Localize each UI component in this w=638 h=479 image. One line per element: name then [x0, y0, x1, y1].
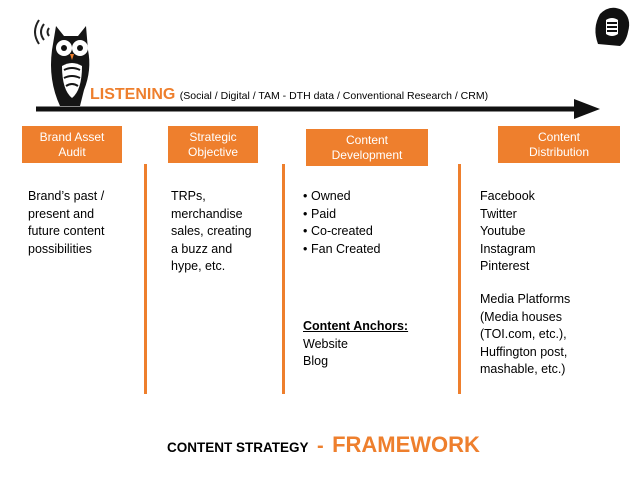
footer-title: CONTENT STRATEGY - FRAMEWORK	[167, 432, 480, 458]
distribution-channel: Twitter	[480, 206, 517, 221]
column-divider	[144, 164, 147, 394]
footer-part1: CONTENT STRATEGY	[167, 440, 309, 455]
objective-line: TRPs,	[171, 189, 206, 203]
distribution-channel: Facebook	[480, 189, 535, 203]
portrait-emblem-icon	[595, 7, 630, 46]
column-divider	[458, 164, 461, 394]
audit-line: Brand’s past /	[28, 189, 105, 203]
objective-line: a buzz and	[171, 241, 233, 256]
content-anchors: Content Anchors: Website Blog	[303, 318, 453, 371]
stage-content-distribution: Content Distribution	[498, 126, 620, 163]
audit-line: present and	[28, 206, 95, 221]
content-anchors-title: Content Anchors:	[303, 319, 409, 333]
distribution-channel: Pinterest	[480, 259, 530, 273]
stage-content-development: Content Development	[306, 129, 428, 166]
timeline-arrow	[36, 99, 600, 119]
distribution-channels: Facebook Twitter Youtube Instagram Pinte…	[480, 188, 630, 276]
media-line: Media Platforms	[480, 292, 571, 306]
stage-label-line2: Audit	[58, 144, 86, 159]
development-bullet: Fan Created	[303, 241, 453, 259]
development-bullets: Owned Paid Co-created Fan Created	[303, 188, 453, 258]
development-column: Owned Paid Co-created Fan Created	[303, 188, 453, 258]
stage-label-line1: Brand Asset	[39, 129, 105, 144]
development-bullet: Owned	[303, 188, 453, 206]
listening-title: LISTENING (Social / Digital / TAM - DTH …	[90, 86, 488, 104]
objective-line: sales, creating	[171, 224, 252, 238]
stage-label-line1: Content	[537, 129, 581, 144]
audit-line: possibilities	[28, 241, 92, 256]
audit-column: Brand’s past / present and future conten…	[28, 188, 140, 258]
column-divider	[282, 164, 285, 394]
objective-line: merchandise	[171, 206, 243, 221]
media-line: (Media houses	[480, 309, 562, 324]
objective-line: hype, etc.	[171, 259, 226, 273]
stage-brand-asset-audit: Brand Asset Audit	[22, 126, 122, 163]
stage-label-line2: Development	[331, 147, 403, 162]
stage-label-line1: Strategic	[189, 129, 237, 144]
listening-label: LISTENING	[90, 86, 176, 103]
development-bullet: Co-created	[303, 223, 453, 241]
objective-column: TRPs, merchandise sales, creating a buzz…	[171, 188, 276, 276]
content-anchor-item: Website	[303, 336, 348, 351]
stage-label-line2: Distribution	[528, 144, 590, 159]
stage-label-line1: Content	[345, 132, 389, 147]
media-platforms: Media Platforms (Media houses (TOI.com, …	[480, 291, 630, 379]
content-anchor-item: Blog	[303, 354, 329, 368]
development-bullet: Paid	[303, 206, 453, 224]
owl-listening-icon	[34, 19, 90, 106]
distribution-channel: Instagram	[480, 241, 536, 256]
stage-label-line2: Objective	[187, 144, 239, 159]
media-line: (TOI.com, etc.),	[480, 327, 567, 341]
footer-part2: FRAMEWORK	[332, 432, 480, 457]
stage-strategic-objective: Strategic Objective	[168, 126, 258, 163]
listening-detail: (Social / Digital / TAM - DTH data / Con…	[179, 90, 489, 102]
footer-dash: -	[316, 435, 324, 457]
media-line: mashable, etc.)	[480, 362, 566, 376]
distribution-channel: Youtube	[480, 224, 526, 238]
audit-line: future content	[28, 224, 105, 238]
media-line: Huffington post,	[480, 344, 568, 359]
